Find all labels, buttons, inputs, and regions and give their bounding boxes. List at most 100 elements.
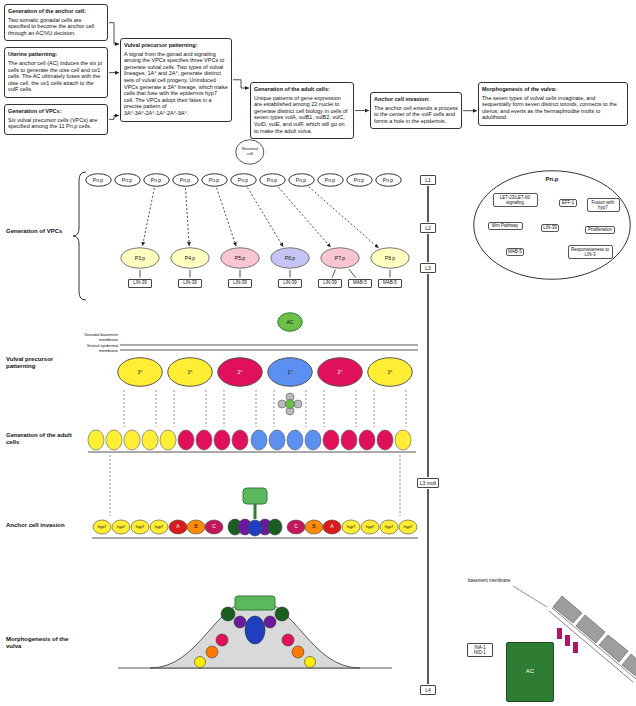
gene-node: Wnt Pathway — [488, 222, 523, 230]
step-box: Anchor cell invasion:The anchor cell ext… — [370, 92, 462, 129]
node-outline — [268, 358, 313, 387]
step-body: A signal from the gonad and signaling am… — [124, 51, 228, 117]
gene-node: EFF-1 — [559, 199, 577, 207]
text-wrap: 3° — [188, 369, 193, 375]
node-text: 3° — [188, 369, 193, 375]
tissue-slab — [576, 615, 605, 643]
node-text: P4.p — [185, 255, 195, 261]
cell — [341, 430, 357, 450]
gene-box: LIN-39 — [228, 279, 252, 288]
node-outline — [236, 140, 264, 165]
cell-letter: hyp7 — [128, 525, 152, 530]
cell — [124, 430, 140, 450]
node-outline — [172, 174, 198, 187]
text-wrap: AC — [526, 668, 534, 675]
text-wrap: 2° — [238, 369, 243, 375]
gene-box: LIN-39 — [278, 279, 302, 288]
node-outline — [85, 174, 111, 187]
text-wrap: Pn.p — [209, 177, 219, 183]
text-wrap: Pn.p — [383, 177, 393, 183]
vpc-cell: P5.p — [220, 247, 260, 269]
cell — [245, 616, 265, 644]
vpc-cell: P4.p — [170, 247, 210, 269]
node-text: LIN-39 — [323, 280, 337, 285]
connector — [142, 188, 154, 246]
cell — [221, 607, 235, 621]
gene-node: LIN-39 — [541, 224, 560, 232]
node-text: Pn.p — [122, 177, 132, 183]
cell — [142, 430, 158, 450]
stage-tick: L3 — [420, 263, 436, 273]
text-wrap: P3.p — [135, 255, 145, 261]
node-text: EFF-1 — [562, 200, 575, 205]
node-text: Pn.p — [151, 177, 161, 183]
cell — [323, 430, 339, 450]
basement-membrane-line — [552, 608, 636, 679]
cell-letter: hyp7 — [147, 525, 171, 530]
cell — [305, 657, 316, 668]
cell-letter: C — [202, 524, 226, 530]
node-text: L3 molt — [420, 480, 436, 486]
text-wrap: Pn.p — [296, 177, 306, 183]
receptor-bar — [565, 635, 570, 646]
node-outline — [371, 248, 410, 269]
text-wrap: Pn.p — [238, 177, 248, 183]
text-wrap: Pn.p — [180, 177, 190, 183]
node-text: 2° — [238, 369, 243, 375]
connector — [217, 188, 236, 246]
anchor-cell: AC — [277, 312, 303, 332]
node-outline — [114, 174, 140, 187]
cell — [106, 430, 122, 450]
step-body: Six vulval precursor cells (VPCs) are sp… — [8, 117, 104, 130]
node-text: LIN-39 — [183, 280, 197, 285]
node-outline — [368, 358, 413, 387]
node-text: Pn.p — [546, 176, 559, 183]
text-wrap: P5.p — [235, 255, 245, 261]
text-wrap: Pn.p — [325, 177, 335, 183]
node-outline — [271, 248, 310, 269]
node-outline — [288, 174, 314, 187]
node-text: INA-1 — [474, 645, 486, 650]
cell — [305, 430, 321, 450]
cell — [131, 520, 149, 534]
fate-cell: 2° — [317, 357, 363, 387]
cell — [112, 520, 130, 534]
node-text: L2 — [425, 225, 431, 231]
text-wrap: L3 molt — [420, 480, 436, 486]
lineage-line — [374, 390, 406, 427]
cell-letter: hyp7 — [339, 525, 363, 530]
gonad-cell — [278, 400, 286, 408]
cell — [359, 430, 375, 450]
node-text: 3° — [138, 369, 143, 375]
step-heading: Uterine patterning: — [8, 51, 104, 58]
connector — [240, 270, 241, 278]
tissue-slab — [599, 635, 628, 662]
pnp-cell: Pn.p — [288, 173, 315, 187]
text-wrap: 3° — [388, 369, 393, 375]
cell — [187, 520, 205, 534]
node-text: AC — [526, 668, 534, 675]
text-wrap: 1° — [288, 369, 293, 375]
cell-letter: hyp7 — [396, 525, 420, 530]
text-wrap: L4 — [425, 687, 431, 693]
text-wrap: INA-1NID-1 — [474, 645, 486, 656]
text-wrap: P6.p — [285, 255, 295, 261]
node-outline — [171, 248, 210, 269]
node-text: Pn.p — [296, 177, 306, 183]
connector — [463, 110, 477, 111]
text-wrap: LIN-39 — [283, 280, 297, 285]
node-text: P7.p — [335, 255, 345, 261]
membrane-line — [120, 350, 418, 351]
node-text: LET-23/LET-60 signaling — [495, 195, 535, 206]
fate-cell: 2° — [217, 357, 263, 387]
anchor-cell — [286, 400, 295, 409]
node-text: Pn.p — [209, 177, 219, 183]
connector — [109, 116, 119, 120]
cell — [361, 520, 379, 534]
lineage-line — [224, 390, 256, 427]
cell-letter: A — [166, 524, 190, 530]
connector — [109, 23, 119, 44]
cell — [380, 520, 398, 534]
text-wrap: EFF-1 — [562, 200, 575, 205]
anchor-cell — [235, 596, 275, 610]
